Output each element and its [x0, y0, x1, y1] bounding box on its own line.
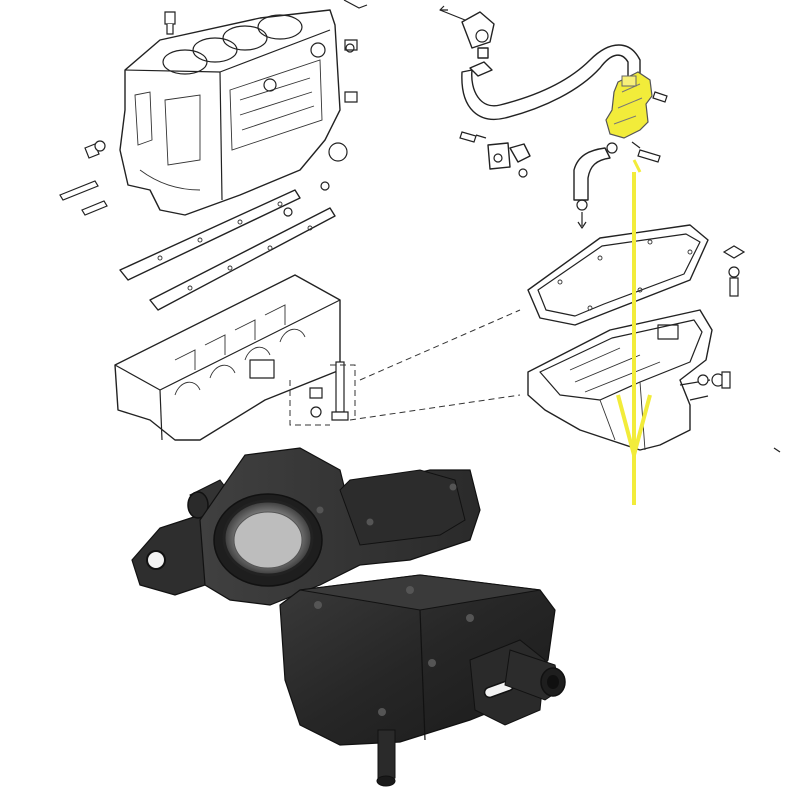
- long-bolt-icon: [309, 361, 349, 421]
- upper-gasket-icon: [119, 189, 336, 311]
- fastener-icons: [59, 0, 368, 217]
- breather-fastener-icons: [459, 91, 668, 178]
- crankcase-icon: [114, 274, 341, 441]
- oil-pan-gasket-icon: [527, 224, 709, 326]
- drain-plug-icon: [697, 245, 781, 453]
- oil-pan-icon: [527, 309, 713, 451]
- hose-icon: [439, 5, 641, 229]
- leader-lines: [289, 309, 521, 426]
- engine-block-icon: [119, 9, 341, 216]
- highlight-pointer-arrow: [616, 159, 652, 505]
- breather-product-photo: [131, 447, 566, 787]
- breather-valve-icon[interactable]: [605, 71, 653, 139]
